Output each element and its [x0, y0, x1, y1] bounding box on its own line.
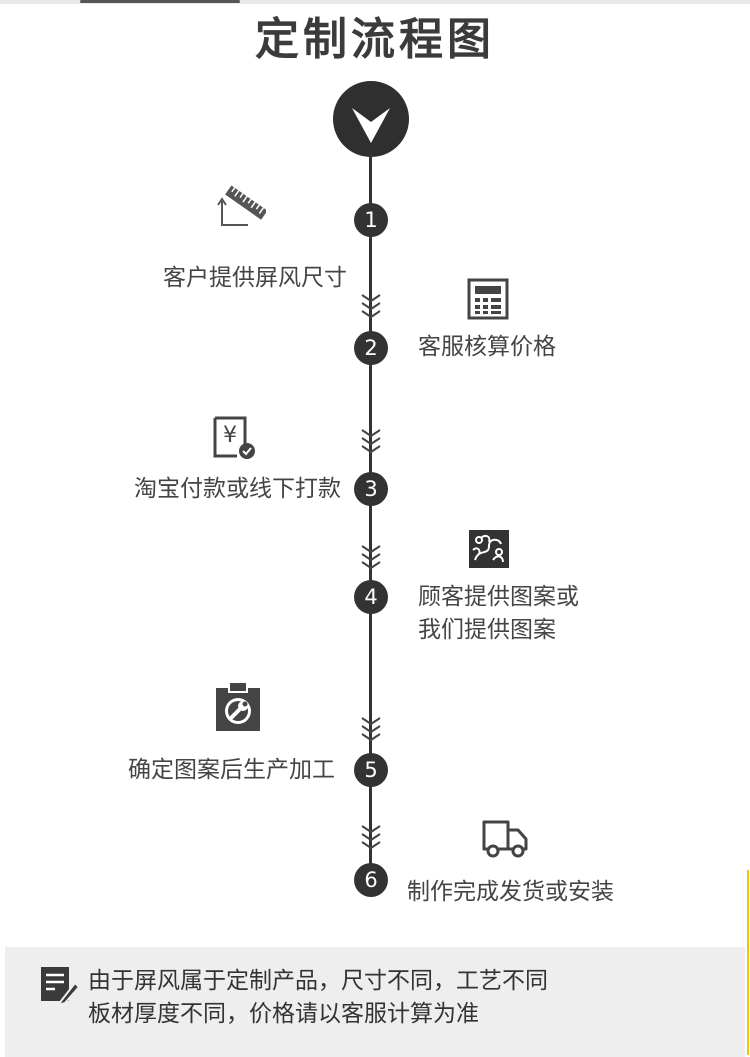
- notice-line-1: 由于屏风属于定制产品，尺寸不同，工艺不同: [88, 968, 548, 994]
- step-6-label: 制作完成发货或安装: [407, 879, 614, 905]
- truck-icon: [482, 820, 528, 858]
- chevron-arrows-icon: [361, 825, 381, 850]
- calculator-icon: [467, 278, 509, 320]
- chevron-arrows-icon: [361, 717, 381, 742]
- step-3-label: 淘宝付款或线下打款: [134, 476, 341, 502]
- ruler-icon: [217, 185, 266, 226]
- step-4-label-line-2: 我们提供图案: [418, 617, 556, 643]
- step-2-label: 客服核算价格: [418, 334, 556, 360]
- chevron-arrows-icon: [361, 545, 381, 570]
- step-4-label-line-1: 顾客提供图案或: [418, 584, 579, 610]
- step-number-1: 1: [354, 203, 388, 237]
- timeline-line: [369, 150, 372, 890]
- top-divider: [0, 0, 750, 4]
- notice-line-2: 板材厚度不同，价格请以客服计算为准: [88, 1001, 479, 1027]
- payment-yen-icon: ¥: [213, 416, 255, 459]
- page-title: 定制流程图: [255, 14, 495, 65]
- chevron-arrows-icon: [361, 429, 381, 454]
- side-accent-line: [747, 870, 749, 1055]
- chevron-arrows-icon: [361, 294, 381, 319]
- notice-box: [5, 947, 745, 1057]
- step-number-5: 5: [354, 753, 388, 787]
- wrench-clipboard-icon: [216, 681, 260, 731]
- step-number-3: 3: [354, 472, 388, 506]
- step-1-label: 客户提供屏风尺寸: [163, 265, 347, 291]
- edit-note-icon: [41, 967, 79, 1005]
- step-number-6: 6: [354, 863, 388, 897]
- start-chevron-down-icon: [333, 81, 409, 157]
- step-5-label: 确定图案后生产加工: [128, 757, 335, 783]
- svg-text:¥: ¥: [223, 423, 237, 448]
- pattern-icon: [469, 530, 509, 568]
- step-number-4: 4: [354, 580, 388, 614]
- step-number-2: 2: [354, 331, 388, 365]
